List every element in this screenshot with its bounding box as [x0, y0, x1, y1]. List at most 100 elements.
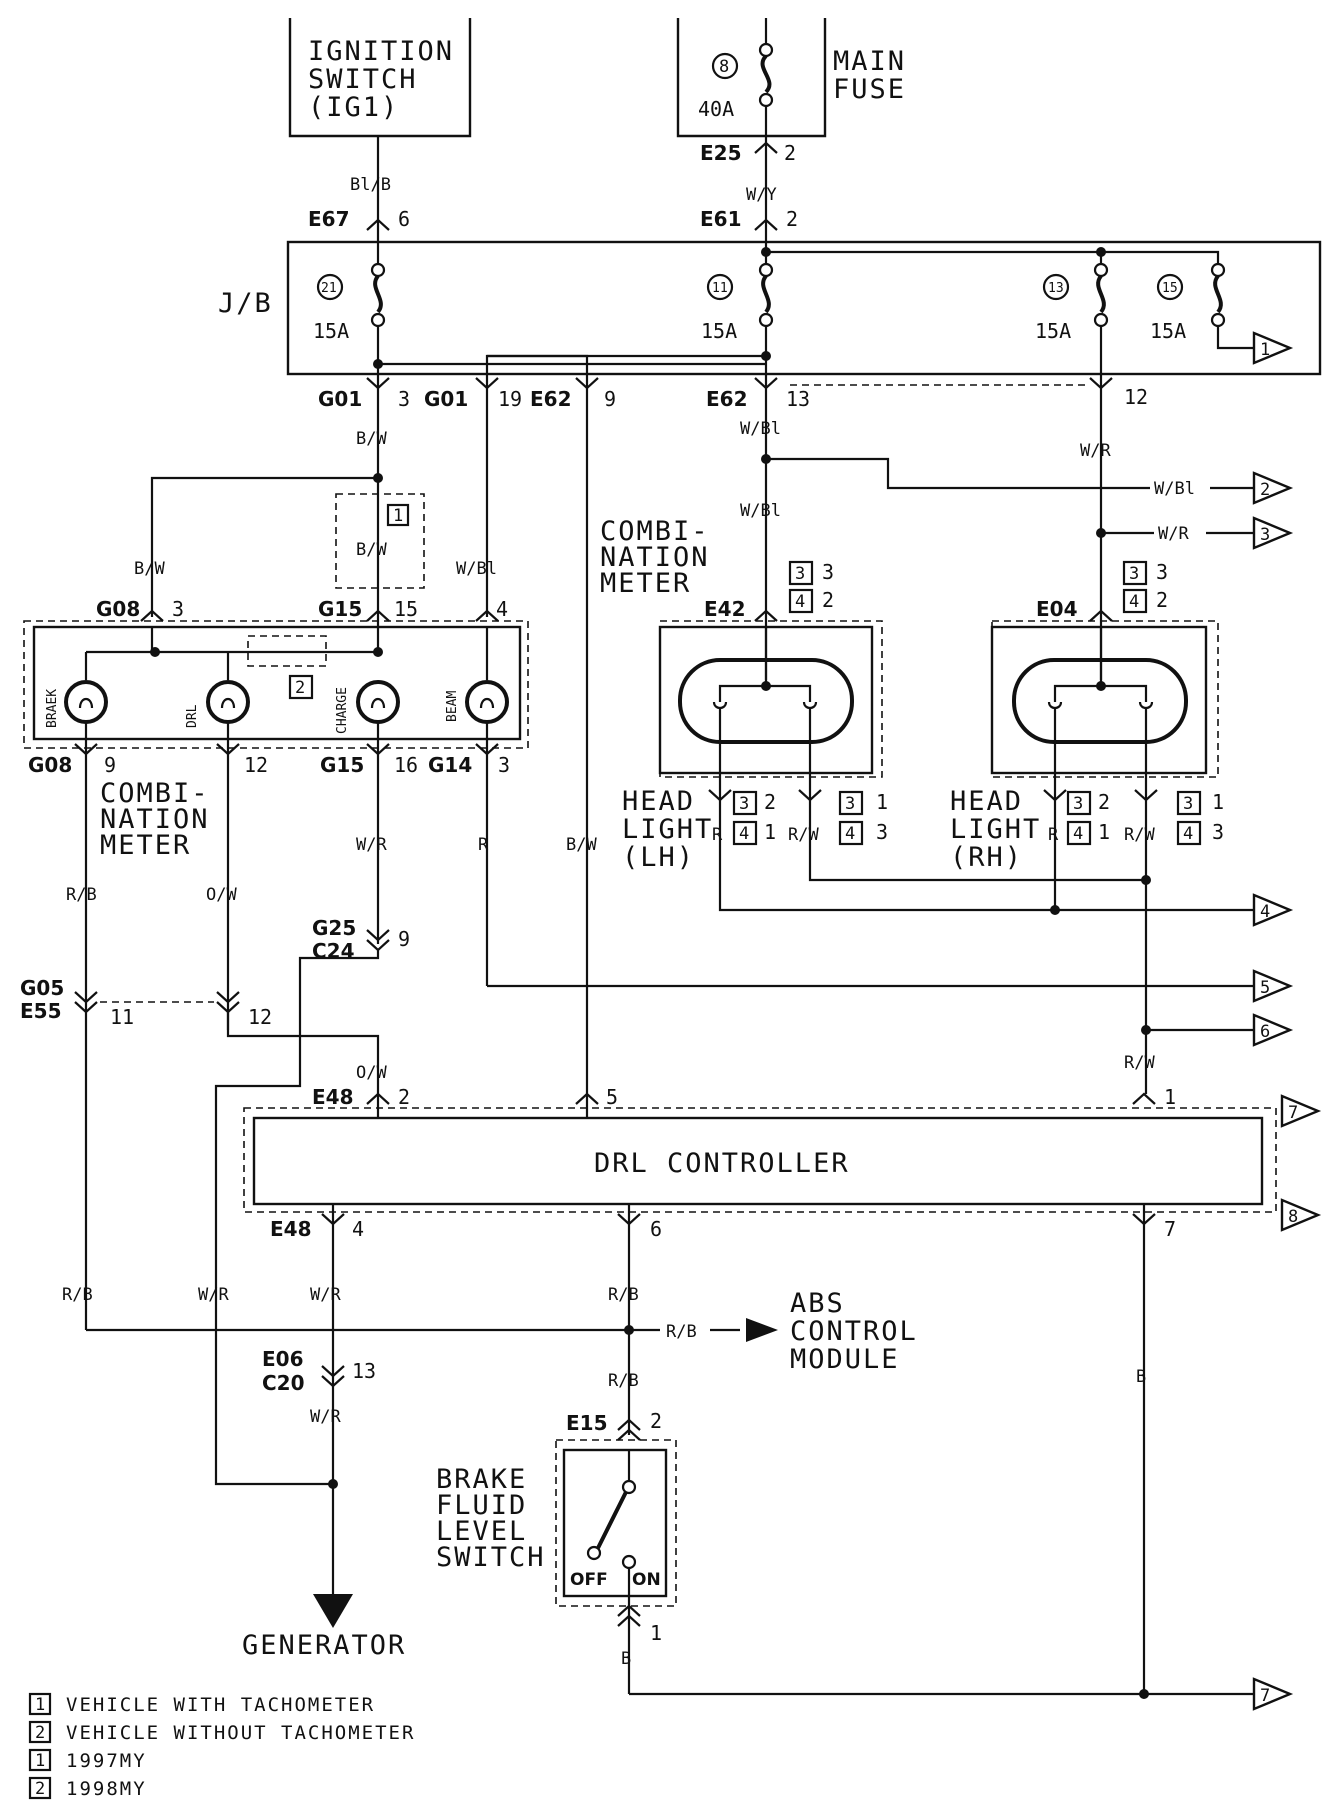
svg-text:J/B: J/B	[218, 288, 273, 319]
svg-text:1: 1	[35, 1695, 45, 1715]
svg-text:9: 9	[104, 753, 116, 777]
svg-text:1: 1	[1164, 1085, 1176, 1109]
svg-text:G15: G15	[318, 597, 362, 621]
svg-text:3: 3	[795, 564, 805, 584]
svg-text:W/R: W/R	[310, 1407, 341, 1427]
svg-text:MAIN: MAIN	[833, 46, 906, 77]
svg-text:6: 6	[650, 1217, 662, 1241]
svg-text:7: 7	[1260, 1686, 1270, 1706]
svg-text:(IG1): (IG1)	[308, 92, 399, 123]
svg-text:4: 4	[496, 597, 508, 621]
svg-text:MODULE: MODULE	[790, 1344, 900, 1375]
svg-text:R: R	[712, 825, 723, 845]
svg-text:4: 4	[845, 824, 855, 844]
svg-text:B/W: B/W	[356, 540, 387, 560]
junction-block: J/B 21 15A 11 15A 13 15A	[218, 240, 1322, 376]
ignition-switch: IGNITION SWITCH (IG1)	[288, 18, 472, 138]
svg-text:E62: E62	[530, 387, 572, 411]
headlight-lh: E42 3 3 4 2	[658, 560, 883, 802]
svg-text:IGNITION: IGNITION	[308, 36, 454, 67]
svg-text:2: 2	[822, 588, 834, 612]
svg-text:W/Bl: W/Bl	[740, 501, 781, 521]
svg-text:15A: 15A	[701, 319, 737, 343]
svg-text:W/R: W/R	[1158, 524, 1189, 544]
svg-text:W/Bl: W/Bl	[740, 419, 781, 439]
drl-controller: DRL CONTROLLER	[243, 1107, 1277, 1213]
svg-text:15: 15	[394, 597, 418, 621]
offpage-connector-8: 8	[1280, 1198, 1322, 1232]
svg-text:15A: 15A	[1035, 319, 1071, 343]
svg-text:W/R: W/R	[198, 1285, 229, 1305]
svg-text:6: 6	[1260, 1022, 1270, 1042]
svg-text:5: 5	[1260, 978, 1270, 998]
svg-text:3: 3	[822, 560, 834, 584]
svg-text:METER: METER	[100, 830, 191, 861]
svg-text:VEHICLE WITHOUT TACHOMETER: VEHICLE WITHOUT TACHOMETER	[66, 1722, 415, 1744]
svg-text:W/Bl: W/Bl	[456, 559, 497, 579]
svg-text:R/W: R/W	[788, 825, 819, 845]
offpage-connector-7b: 7	[1252, 1677, 1294, 1711]
svg-text:(RH): (RH)	[950, 842, 1023, 873]
svg-text:2: 2	[35, 1723, 45, 1743]
svg-text:G14: G14	[428, 753, 472, 777]
svg-text:9: 9	[604, 387, 616, 411]
svg-text:W/R: W/R	[310, 1285, 341, 1305]
svg-text:2: 2	[784, 141, 796, 165]
svg-text:LEVEL: LEVEL	[436, 1516, 527, 1547]
svg-text:HEAD: HEAD	[950, 786, 1023, 817]
svg-text:4: 4	[1260, 902, 1270, 922]
svg-text:R: R	[1048, 825, 1059, 845]
svg-text:E67: E67	[308, 207, 350, 231]
svg-text:1: 1	[1098, 820, 1110, 844]
svg-text:8: 8	[719, 57, 729, 77]
svg-text:13: 13	[786, 387, 810, 411]
combination-meter-left: 2 BRAEK DRL CHARGE BEAM	[23, 620, 529, 749]
svg-text:BRAKE: BRAKE	[436, 1464, 527, 1495]
svg-text:2: 2	[786, 207, 798, 231]
legend: 1 VEHICLE WITH TACHOMETER 2 VEHICLE WITH…	[28, 1692, 415, 1800]
svg-text:OFF: OFF	[570, 1570, 608, 1590]
svg-text:2: 2	[35, 1779, 45, 1799]
offpage-connector-3: 3	[1252, 516, 1294, 550]
svg-text:G01: G01	[318, 387, 362, 411]
svg-text:11: 11	[712, 281, 728, 296]
offpage-connector-5: 5	[1252, 969, 1294, 1003]
svg-text:3: 3	[739, 794, 749, 814]
svg-text:METER: METER	[600, 568, 691, 599]
svg-text:13: 13	[352, 1359, 376, 1383]
svg-text:2: 2	[1098, 790, 1110, 814]
abs-control-module: ABS CONTROL MODULE	[790, 1288, 918, 1375]
svg-text:15A: 15A	[1150, 319, 1186, 343]
svg-text:VEHICLE WITH TACHOMETER: VEHICLE WITH TACHOMETER	[66, 1694, 375, 1716]
svg-text:ON: ON	[632, 1570, 661, 1590]
svg-text:4: 4	[795, 592, 805, 612]
svg-text:R/B: R/B	[666, 1322, 697, 1342]
svg-text:3: 3	[1212, 820, 1224, 844]
svg-text:R/B: R/B	[66, 885, 97, 905]
svg-text:O/W: O/W	[356, 1063, 387, 1083]
svg-text:W/Bl: W/Bl	[1154, 479, 1195, 499]
brake-fluid-level-switch: OFF ON	[555, 1439, 677, 1607]
svg-text:11: 11	[110, 1005, 134, 1029]
svg-text:1: 1	[764, 820, 776, 844]
svg-text:COMBI-: COMBI-	[600, 516, 710, 547]
svg-text:7: 7	[1288, 1103, 1298, 1123]
svg-text:DRL: DRL	[185, 704, 200, 728]
svg-text:3: 3	[1156, 560, 1168, 584]
svg-text:3: 3	[398, 387, 410, 411]
svg-text:3: 3	[876, 820, 888, 844]
svg-text:3: 3	[1073, 794, 1083, 814]
generator-label: GENERATOR	[242, 1630, 406, 1661]
svg-text:G05: G05	[20, 976, 64, 1000]
svg-text:4: 4	[739, 824, 749, 844]
svg-text:SWITCH: SWITCH	[308, 64, 418, 95]
svg-text:E42: E42	[704, 597, 746, 621]
svg-text:16: 16	[394, 753, 418, 777]
svg-text:B: B	[621, 1649, 631, 1669]
svg-text:CONTROL: CONTROL	[790, 1316, 918, 1347]
svg-text:E48: E48	[270, 1217, 312, 1241]
svg-text:5: 5	[606, 1085, 618, 1109]
svg-text:HEAD: HEAD	[622, 786, 695, 817]
svg-text:E48: E48	[312, 1085, 354, 1109]
